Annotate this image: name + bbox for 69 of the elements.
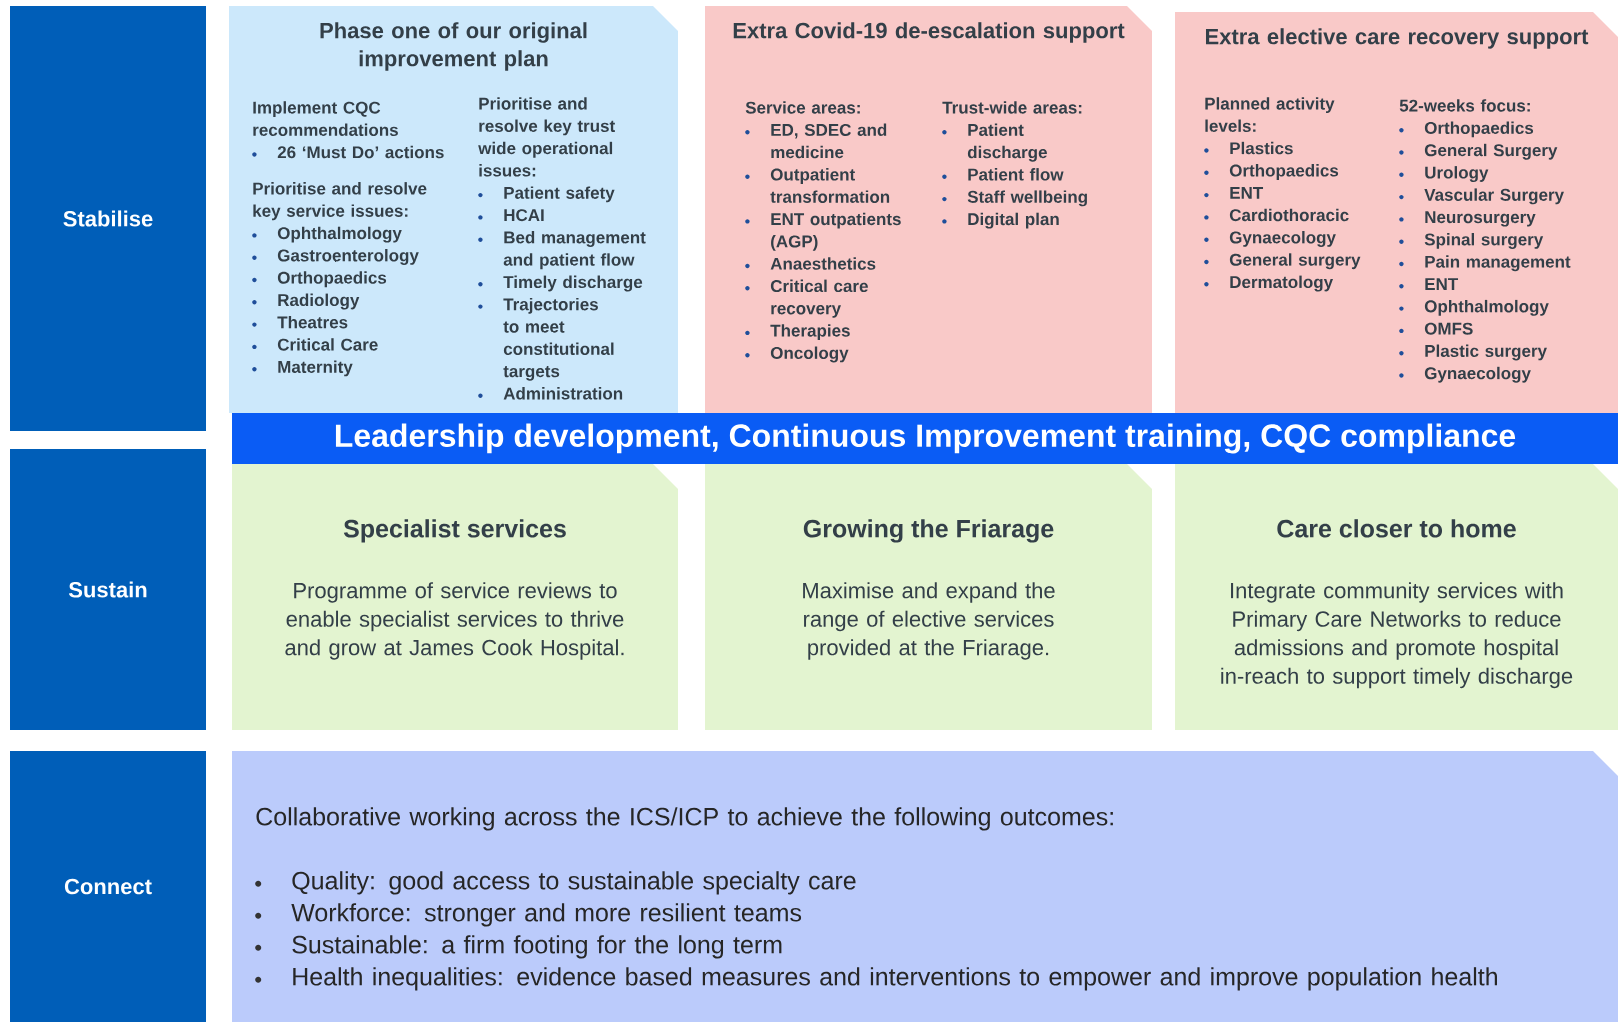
- bullet-item: Theatres: [252, 315, 348, 329]
- bullet-item: Plastics: [1204, 141, 1293, 155]
- panel-text: Integrate community services with Primary Care Networks to reduce admissions and promote hospital in-reach to support timely discharge: [1221, 582, 1573, 689]
- bullet-item: Patient safety: [478, 186, 615, 203]
- bullet-item: Pain management: [1399, 255, 1571, 272]
- bullet-item: General Surgery: [1399, 143, 1558, 160]
- bullet-item: Patient discharge: [942, 123, 1047, 162]
- bullet-item: Orthopaedics: [1399, 121, 1534, 138]
- bullet-item: Digital plan: [942, 212, 1059, 229]
- section-label: Sustain: [10, 449, 206, 730]
- bullet-item: Trajectories to meet constitutional targets: [478, 297, 614, 381]
- bullet-item: Cardiothoracic: [1204, 208, 1349, 222]
- panel-title: Care closer to home: [1277, 519, 1516, 538]
- bullet-item: Ophthalmology: [1399, 299, 1549, 316]
- panel-title: Phase one of our original improvement plan: [320, 22, 587, 71]
- bullet-item: Oncology: [745, 346, 849, 363]
- bullet-item: Anaesthetics: [745, 257, 876, 270]
- panel-text: Programme of service reviews to enable specialist services to thrive and grow at James Cook Hospital.: [285, 582, 624, 660]
- bullet-item: Timely discharge: [478, 275, 643, 292]
- bullet-item: ENT: [1399, 278, 1459, 290]
- bullet-item: Health inequalities: evidence based measures and interventions to empower and improve population health: [255, 967, 1497, 991]
- bullet-item: Plastic surgery: [1399, 344, 1547, 361]
- bullet-item: HCAI: [478, 209, 544, 222]
- section-label: Connect: [10, 751, 206, 1022]
- bullet-item: Gynaecology: [1204, 231, 1336, 247]
- list-heading: Prioritise and resolve key service issues:: [253, 182, 427, 221]
- bullet-item: Administration: [478, 387, 623, 400]
- bullet-item: Dermatology: [1204, 275, 1333, 292]
- bullet-item: Critical care recovery: [745, 279, 868, 318]
- panel-title: Specialist services: [343, 519, 566, 543]
- bullet-item: Critical Care: [252, 338, 378, 351]
- bullet-item: ENT outpatients (AGP): [745, 212, 901, 251]
- bullet-item: OMFS: [1399, 322, 1473, 335]
- bullet-item: Bed management and patient flow: [478, 231, 646, 270]
- panel-title: Extra elective care recovery support: [1206, 28, 1589, 49]
- bullet-item: Spinal surgery: [1399, 233, 1544, 249]
- bullet-item: Quality: good access to sustainable specialty care: [255, 871, 856, 895]
- section-label: Stabilise: [10, 6, 206, 431]
- bullet-item: Patient flow: [942, 168, 1064, 181]
- bullet-item: Orthopaedics: [252, 271, 387, 288]
- bullet-item: Orthopaedics: [1204, 164, 1339, 180]
- panel-title: Extra Covid-19 de-escalation support: [733, 22, 1125, 43]
- bullet-item: Vascular Surgery: [1399, 188, 1564, 205]
- intro-text: Collaborative working across the ICS/ICP to achieve the following outcomes:: [256, 807, 1113, 831]
- bullet-item: ED, SDEC and medicine: [745, 123, 887, 159]
- bullet-item: Gynaecology: [1399, 366, 1531, 383]
- bullet-item: Neurosurgery: [1399, 211, 1536, 227]
- bullet-item: Radiology: [252, 293, 360, 310]
- panel-text: Maximise and expand the range of elective services provided at the Friarage.: [803, 582, 1055, 660]
- list-heading: Implement CQC recommendations: [253, 101, 398, 136]
- bullet-item: 26 ‘Must Do’ actions: [252, 145, 444, 159]
- list-heading: Prioritise and resolve key trust wide operational issues:: [478, 97, 615, 177]
- bullet-item: Outpatient transformation: [745, 168, 890, 203]
- bullet-item: Maternity: [252, 360, 353, 377]
- bullet-item: ENT: [1204, 187, 1264, 199]
- bullet-item: Therapies: [745, 324, 850, 341]
- list-heading: Trust-wide areas:: [942, 101, 1082, 114]
- list-heading: Planned activity levels:: [1205, 97, 1335, 132]
- bullet-item: General surgery: [1204, 253, 1361, 270]
- bullet-item: Gastroenterology: [252, 249, 419, 265]
- panel-title: Growing the Friarage: [803, 519, 1054, 543]
- bullet-item: Urology: [1399, 166, 1489, 182]
- bullet-item: Workforce: stronger and more resilient teams: [255, 903, 802, 927]
- list-heading: 52-weeks focus:: [1399, 99, 1530, 112]
- list-heading: Service areas:: [745, 101, 860, 114]
- bullet-item: Ophthalmology: [252, 226, 402, 243]
- bullet-item: Sustainable: a firm footing for the long term: [255, 935, 782, 959]
- bullet-item: Staff wellbeing: [942, 190, 1087, 207]
- banner: Leadership development, Continuous Improvement training, CQC compliance: [232, 413, 1618, 464]
